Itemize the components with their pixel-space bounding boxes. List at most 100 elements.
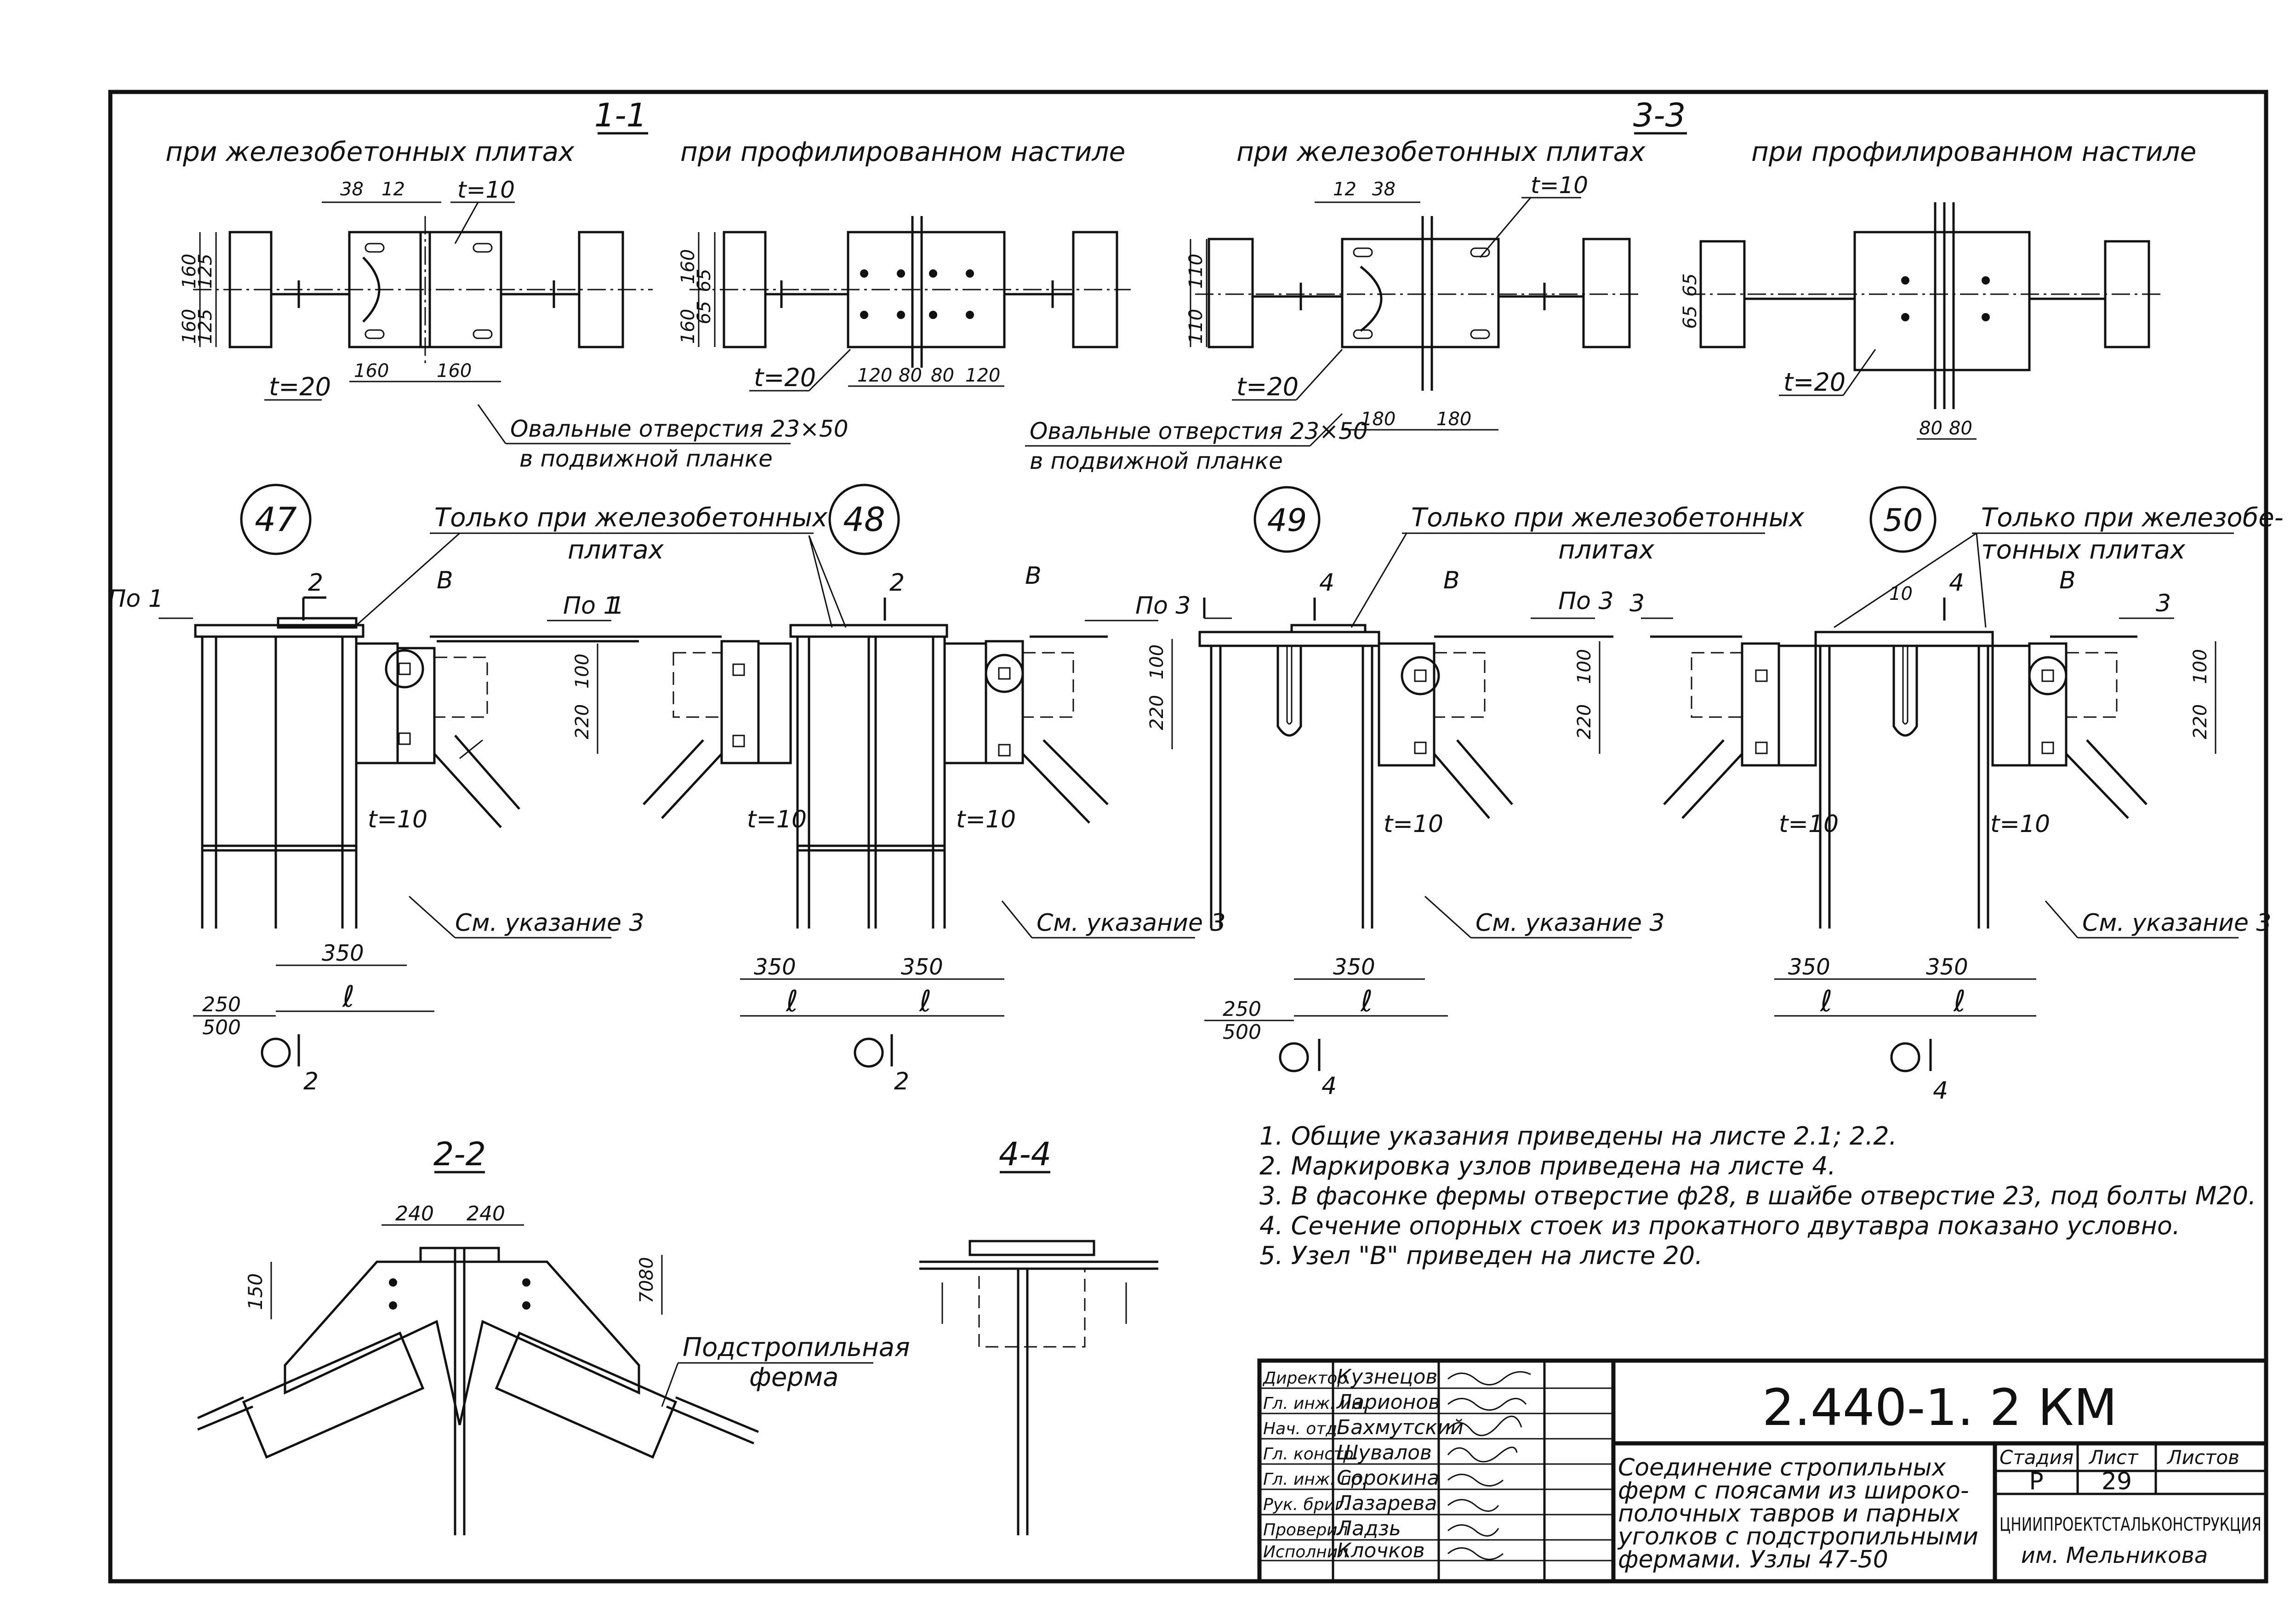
svg-text:4: 4: [1319, 569, 1334, 597]
svg-text:220: 220: [2190, 704, 2211, 739]
svg-text:ℓ: ℓ: [1953, 985, 1965, 1019]
svg-text:1: 1: [609, 592, 624, 620]
s33-t20-right: t=20: [1783, 368, 1846, 397]
section-3-3-title: 3-3: [1633, 97, 1686, 134]
node-50-lead-1: Только при железобе-: [1981, 503, 2284, 533]
node-50: 50 Только при железобе- тонных плитах 3 …: [1629, 486, 2284, 1105]
svg-text:65: 65: [694, 269, 715, 292]
section-3-3: 3-3 при железобетонных плитах при профил…: [1025, 97, 2196, 474]
note-1: 1. Общие указания приведены на листе 2.1…: [1259, 1122, 1897, 1151]
svg-text:По 1: По 1: [563, 592, 619, 620]
svg-text:160: 160: [678, 309, 699, 344]
svg-text:3: 3: [1629, 590, 1645, 617]
svg-text:150: 150: [244, 1273, 267, 1310]
s11-t20-right: t=20: [754, 363, 816, 392]
svg-text:250: 250: [1223, 997, 1261, 1021]
svg-text:125: 125: [195, 309, 216, 344]
svg-text:Проверил: Проверил: [1263, 1521, 1348, 1539]
truss-label-1: Подстропильная: [683, 1333, 910, 1362]
svg-text:См. указание 3: См. указание 3: [2082, 909, 2272, 937]
section-1-1: 1-1 при железобетонных плитах при профил…: [165, 97, 1131, 472]
svg-text:В: В: [437, 567, 453, 594]
svg-text:350: 350: [322, 940, 364, 966]
title-block: Директор Кузнецов Гл. инж. ин. Ларионов …: [1257, 1358, 2268, 1584]
svg-text:65: 65: [1680, 274, 1701, 297]
svg-text:См. указание 3: См. указание 3: [455, 909, 644, 937]
svg-text:220: 220: [1574, 704, 1595, 739]
svg-text:500: 500: [1223, 1020, 1261, 1044]
node-49-number: 49: [1267, 502, 1307, 539]
svg-text:По 3: По 3: [1135, 592, 1191, 620]
svg-text:65: 65: [694, 301, 715, 325]
node-50-lead-2: тонных плитах: [1981, 535, 2186, 565]
svg-text:t=10: t=10: [1779, 810, 1839, 838]
svg-text:См. указание 3: См. указание 3: [1475, 909, 1665, 937]
svg-text:120: 120: [857, 365, 892, 386]
svg-text:Клочков: Клочков: [1337, 1539, 1425, 1562]
svg-text:65: 65: [1680, 306, 1701, 329]
svg-text:Гл. инж. пр.: Гл. инж. пр.: [1263, 1470, 1367, 1489]
svg-text:100: 100: [2190, 649, 2211, 684]
svg-text:100: 100: [1146, 644, 1168, 679]
node-48-number: 48: [843, 500, 885, 539]
svg-text:160: 160: [179, 309, 200, 344]
drawing-frame: [108, 90, 2268, 1584]
general-notes: 1. Общие указания приведены на листе 2.1…: [1259, 1122, 2256, 1270]
svg-text:t=10: t=10: [1990, 810, 2050, 838]
organization-sub: им. Мельникова: [2021, 1543, 2208, 1568]
svg-text:4: 4: [1933, 1077, 1948, 1105]
sheets-label: Листов: [2166, 1446, 2239, 1469]
svg-text:160: 160: [678, 249, 699, 284]
section-2-2-title: 2-2: [433, 1135, 486, 1173]
svg-text:500: 500: [202, 1016, 241, 1039]
svg-text:12: 12: [382, 179, 405, 200]
svg-text:240: 240: [395, 1202, 434, 1225]
svg-text:В: В: [2059, 567, 2076, 594]
svg-text:80: 80: [899, 365, 922, 386]
svg-text:Лазарева: Лазарева: [1336, 1492, 1437, 1515]
node-47-lead-2: плитах: [568, 535, 664, 565]
svg-text:2: 2: [889, 569, 905, 597]
node-49: 49 Только при железобетонных плитах 4 В …: [1198, 486, 1805, 1100]
s11-oval-note: Овальные отверстия 23×50: [510, 416, 849, 442]
svg-text:По 3: По 3: [1558, 587, 1614, 615]
stage-label: Стадия: [1999, 1446, 2074, 1469]
svg-text:4: 4: [1322, 1072, 1337, 1100]
svg-text:250: 250: [202, 993, 241, 1016]
node-47: 47 Только при железобетонных плитах По 1…: [108, 484, 828, 1095]
s33-caption-left: при железобетонных плитах: [1236, 136, 1646, 167]
note-3: 3. В фасонке фермы отверстие ф28, в шайб…: [1259, 1181, 2256, 1210]
svg-text:350: 350: [1926, 954, 1968, 980]
s33-oval-note: Овальные отверстия 23×50: [1030, 418, 1368, 444]
section-4-4-title: 4-4: [999, 1135, 1051, 1173]
note-5: 5. Узел "В" приведен на листе 20.: [1259, 1241, 1703, 1270]
svg-text:12: 12: [1333, 179, 1356, 200]
svg-text:ℓ: ℓ: [1360, 985, 1373, 1019]
s11-t10: t=10: [457, 177, 515, 203]
svg-text:Гл. инж. ин.: Гл. инж. ин.: [1263, 1394, 1367, 1413]
description-line-1: Соединение стропильных: [1618, 1454, 1947, 1482]
stage-value: Р: [2029, 1468, 2043, 1495]
svg-text:t=10: t=10: [956, 806, 1016, 833]
svg-text:350: 350: [1333, 954, 1375, 980]
description-line-3: полочных тавров и парных: [1618, 1500, 1960, 1527]
svg-text:160: 160: [437, 360, 472, 382]
svg-text:ℓ: ℓ: [1820, 985, 1832, 1019]
s11-t20-left: t=20: [269, 372, 331, 401]
svg-text:4: 4: [1949, 569, 1964, 597]
svg-text:2: 2: [308, 569, 323, 597]
svg-text:Рук. бриг.: Рук. бриг.: [1263, 1495, 1349, 1514]
svg-text:ℓ: ℓ: [786, 985, 798, 1019]
svg-text:80: 80: [931, 365, 954, 386]
svg-text:80: 80: [1919, 418, 1943, 439]
svg-text:350: 350: [1788, 954, 1830, 980]
s33-oval-note-2: в подвижной планке: [1030, 448, 1283, 474]
s33-t20-left: t=20: [1236, 372, 1299, 401]
svg-text:Ларионов: Ларионов: [1336, 1390, 1440, 1414]
note-4: 4. Сечение опорных стоек из прокатного д…: [1259, 1211, 2180, 1240]
svg-text:240: 240: [467, 1202, 505, 1225]
svg-text:См. указание 3: См. указание 3: [1037, 909, 1226, 937]
svg-text:160: 160: [354, 360, 389, 382]
svg-text:ℓ: ℓ: [919, 985, 931, 1019]
drawing-code: 2.440-1. 2 КМ: [1762, 1378, 2117, 1437]
